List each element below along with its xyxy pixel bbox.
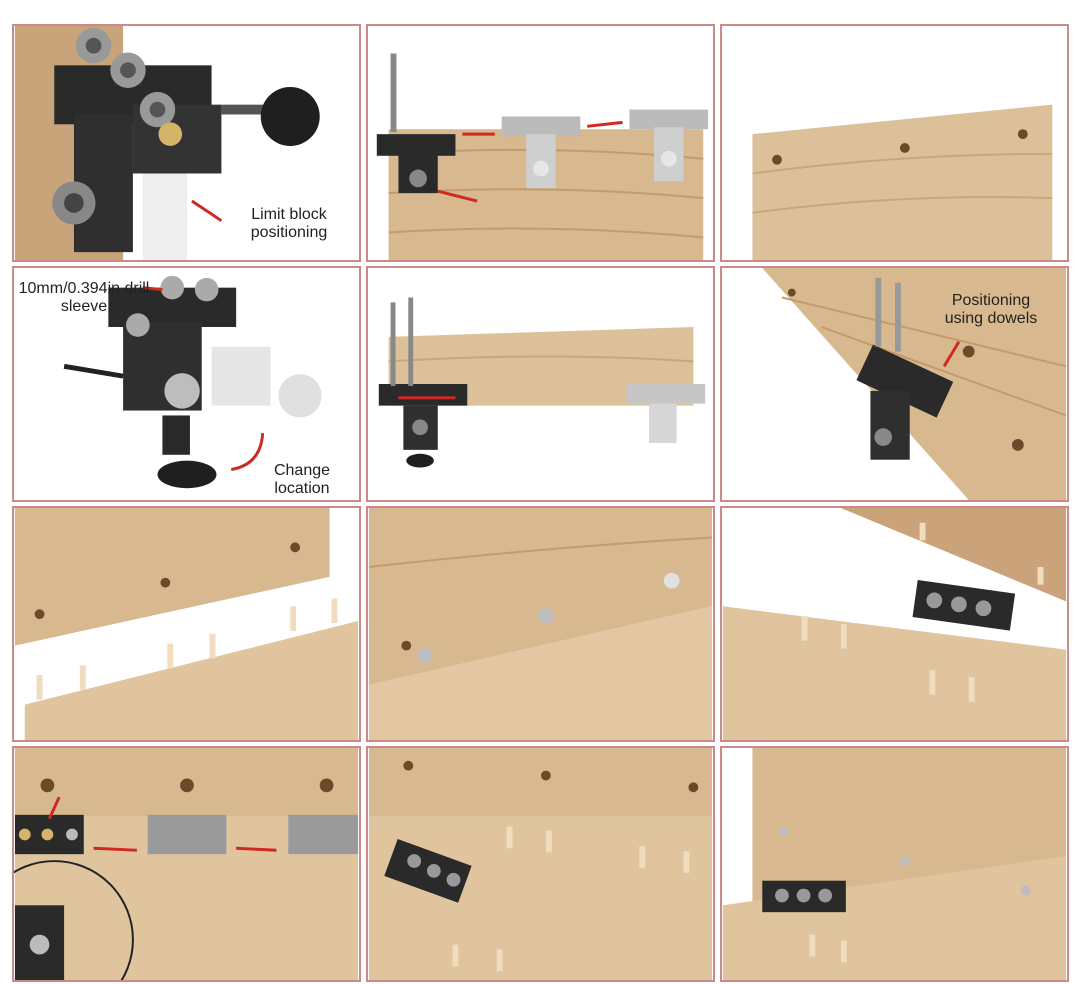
jig-corner-illustration: [722, 748, 1067, 980]
panel-dowels-inserted: [12, 506, 361, 742]
panel-drill-sequence: [366, 24, 715, 262]
limit-block-illustration: [14, 26, 320, 260]
clamp-on-board-illustration: [378, 297, 706, 468]
boards-dowels-illustration: [368, 748, 713, 980]
jig-slide-illustration: [14, 748, 359, 980]
panel-boards-dowels: [366, 746, 715, 982]
dowels-inserted-illustration: [14, 508, 359, 740]
panel-clamp-on-board: [366, 266, 715, 502]
limit-block-caption: Limit block positioning: [250, 206, 328, 241]
jig-on-board-illustration: [722, 508, 1067, 740]
panel-jig-slide: [12, 746, 361, 982]
panel-dowel-positioning: Positioning using dowels: [720, 266, 1069, 502]
panel-jig-on-board: [720, 506, 1069, 742]
drilled-board-illustration: [752, 104, 1053, 260]
change-location-caption: Change location: [273, 462, 331, 497]
panel-drilled-board: [720, 24, 1069, 262]
panel-drill-sleeve: 10mm/0.394in drill sleeve Change locatio…: [12, 266, 361, 502]
dowel-positioning-illustration: [762, 268, 1067, 500]
drill-sequence-illustration: [376, 53, 709, 260]
drill-sleeve-illustration: [63, 275, 322, 489]
panel-jig-corner: [720, 746, 1069, 982]
panel-boards-assembled: [366, 506, 715, 742]
panel-limit-block: Limit block positioning: [12, 24, 361, 262]
drill-sleeve-caption: 10mm/0.394in drill sleeve: [18, 280, 150, 315]
boards-assembled-illustration: [368, 508, 713, 740]
dowel-positioning-caption: Positioning using dowels: [944, 292, 1038, 327]
